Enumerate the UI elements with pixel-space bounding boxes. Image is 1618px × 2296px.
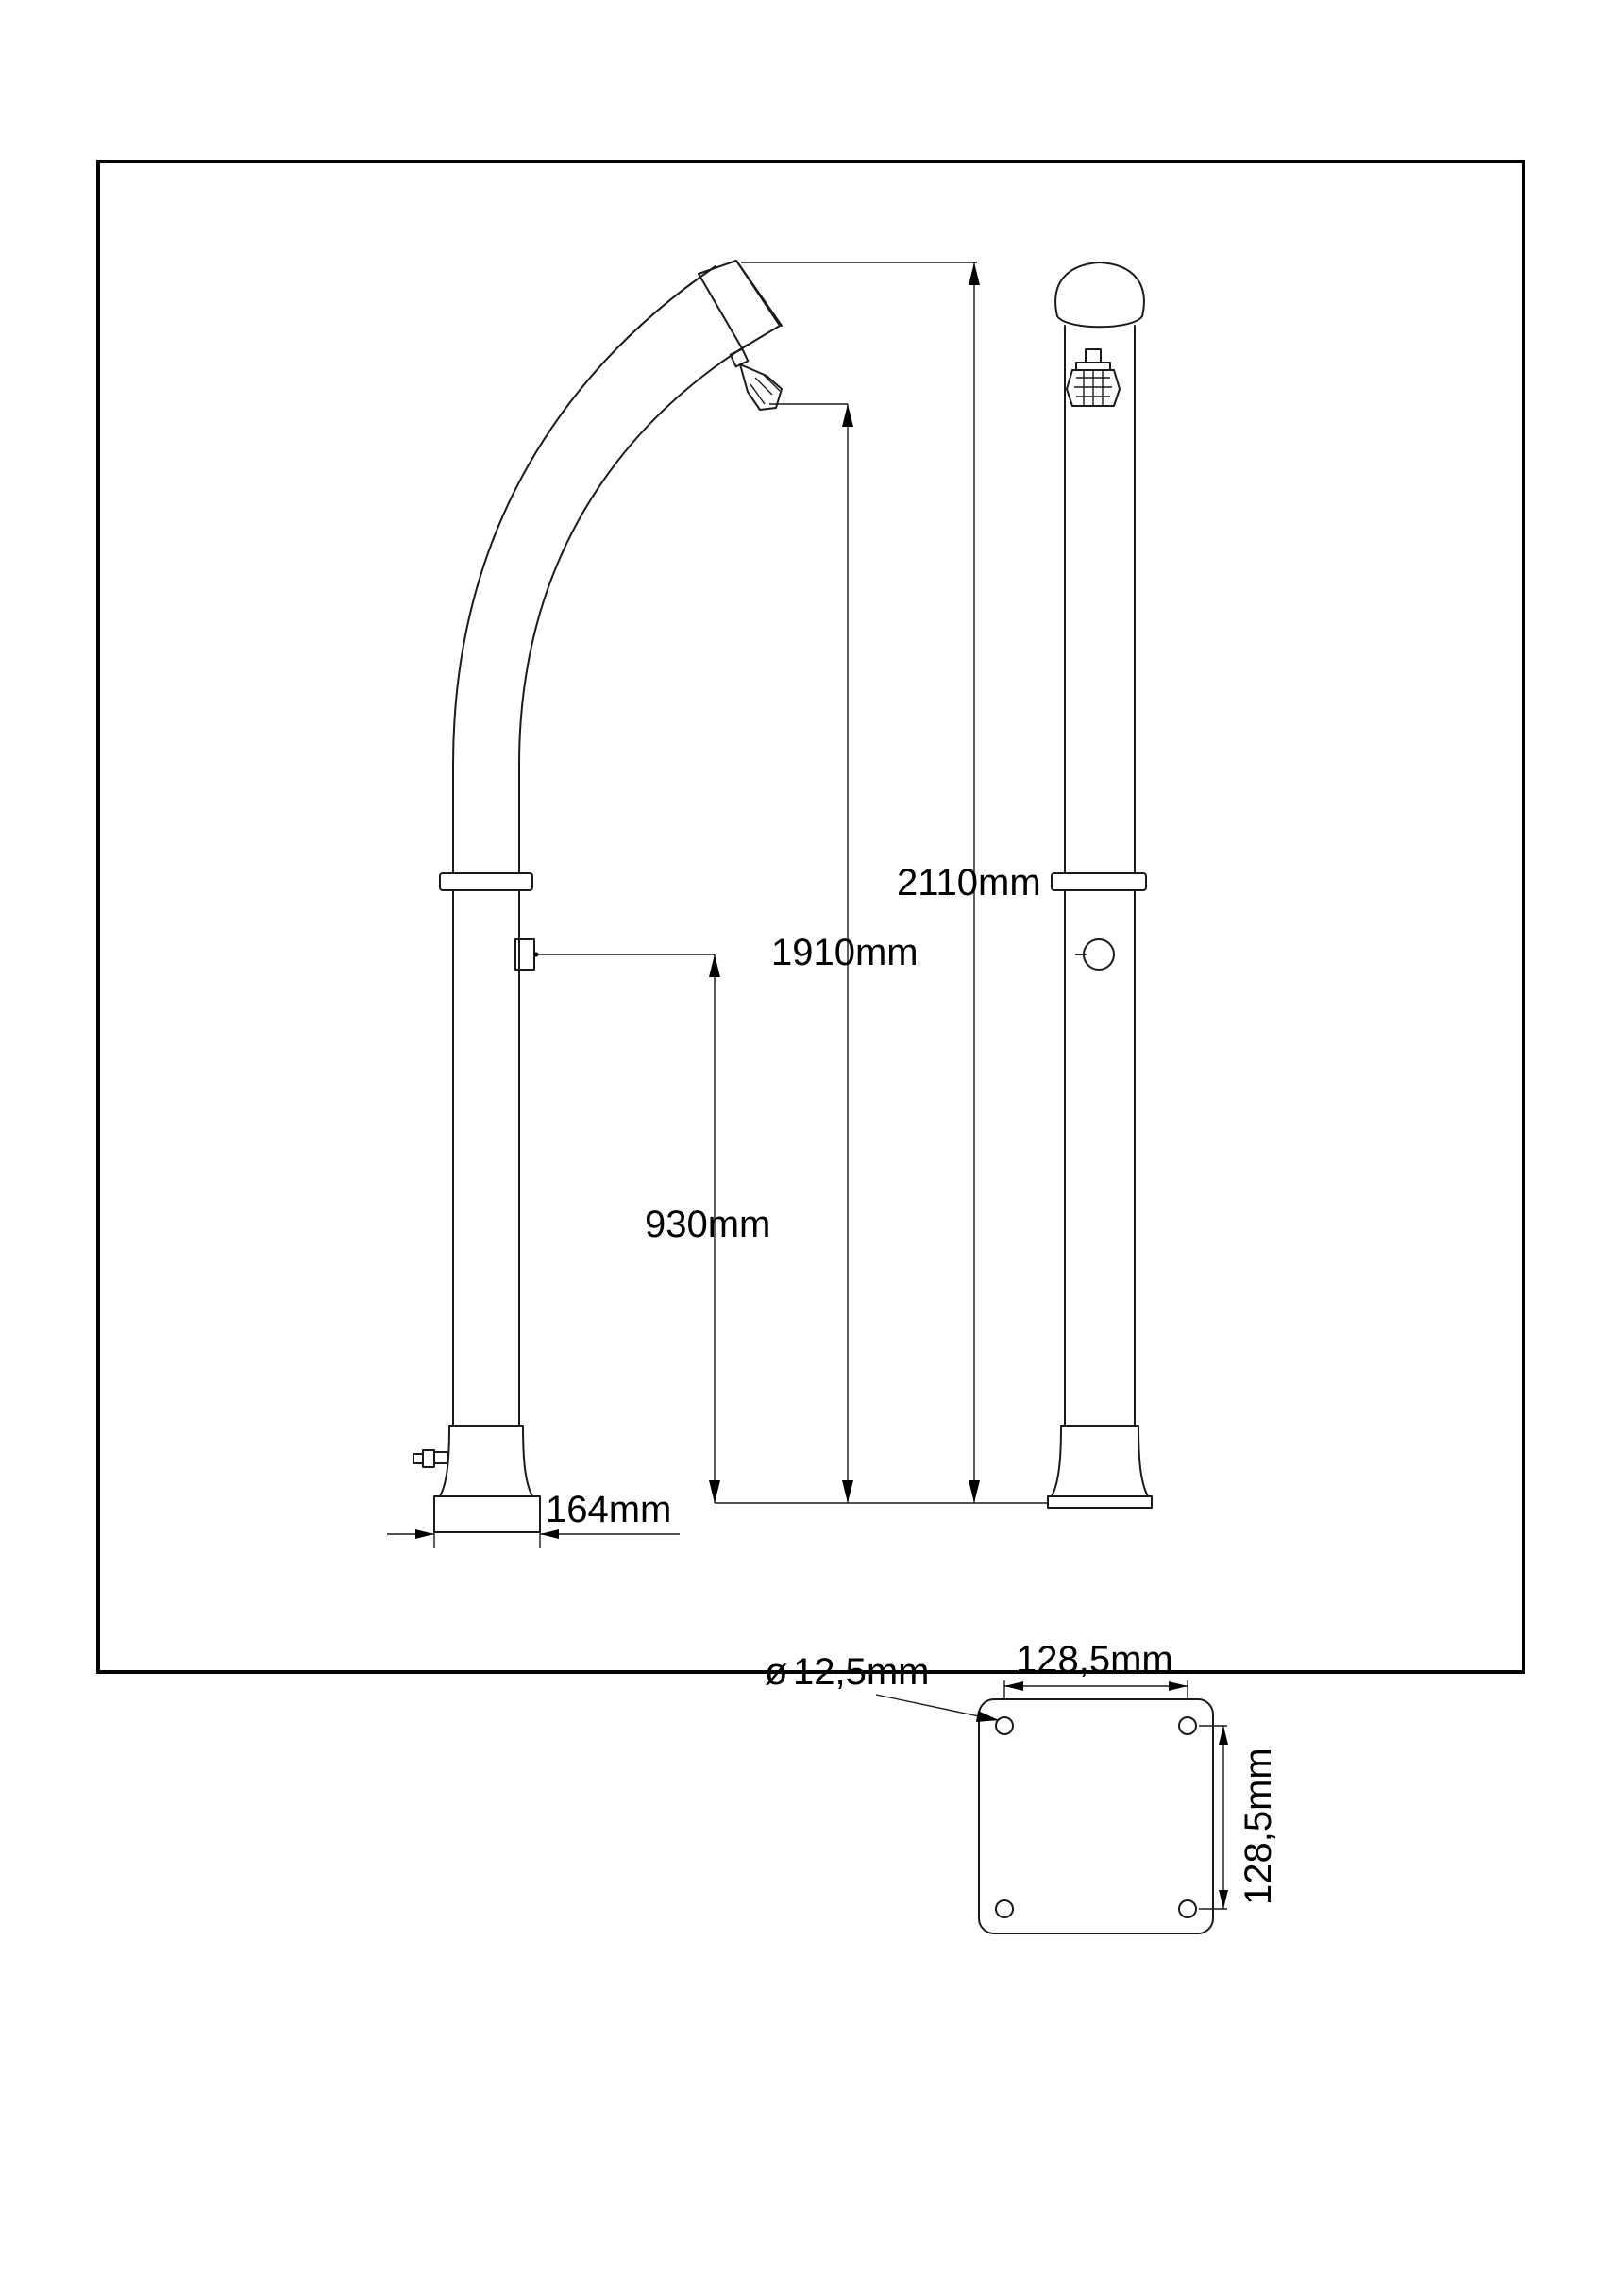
front-neck — [1064, 325, 1136, 343]
dim-hole-spacing-vertical: 128,5mm — [1238, 1747, 1279, 1905]
front-view-shower — [1047, 262, 1153, 1509]
side-view-shower — [413, 260, 783, 1533]
dim-hole-spacing-horizontal: 128,5mm — [1016, 1639, 1173, 1680]
front-base-plate — [1047, 1495, 1153, 1509]
dim-base-width: 164mm — [546, 1489, 671, 1530]
side-base-cone — [439, 1425, 533, 1497]
mounting-hole-top-right — [1178, 1716, 1197, 1735]
side-pipe-inner — [518, 344, 749, 874]
front-shower-nozzle — [1066, 348, 1121, 407]
side-base-plate — [433, 1495, 541, 1533]
side-hose-connector — [413, 1449, 448, 1468]
side-shower-head-housing — [698, 260, 781, 349]
front-tap-knob — [1083, 938, 1115, 971]
front-shower-head — [1054, 262, 1145, 329]
side-pipe-outer — [452, 265, 716, 874]
dim-tap-height: 930mm — [645, 1204, 770, 1245]
mounting-hole-top-left — [995, 1716, 1014, 1735]
front-base-cone — [1051, 1425, 1149, 1497]
dim-hole-diameter: 12,5mm — [793, 1651, 930, 1693]
side-shower-nozzle — [729, 347, 783, 411]
dim-hole-diameter-symbol: ø — [765, 1651, 787, 1693]
mounting-hole-bottom-right — [1178, 1899, 1197, 1918]
side-collar — [439, 872, 533, 891]
dimension-lines — [387, 262, 1048, 1548]
plate-outline — [978, 1698, 1214, 1934]
drawing-frame — [96, 160, 1525, 1674]
mounting-hole-bottom-left — [995, 1899, 1014, 1918]
side-head-face — [735, 260, 783, 327]
dim-total-height: 2110mm — [897, 862, 1041, 903]
front-collar — [1051, 872, 1147, 891]
dim-shower-head-height: 1910mm — [771, 932, 919, 973]
base-plate-plan — [875, 1680, 1228, 1934]
